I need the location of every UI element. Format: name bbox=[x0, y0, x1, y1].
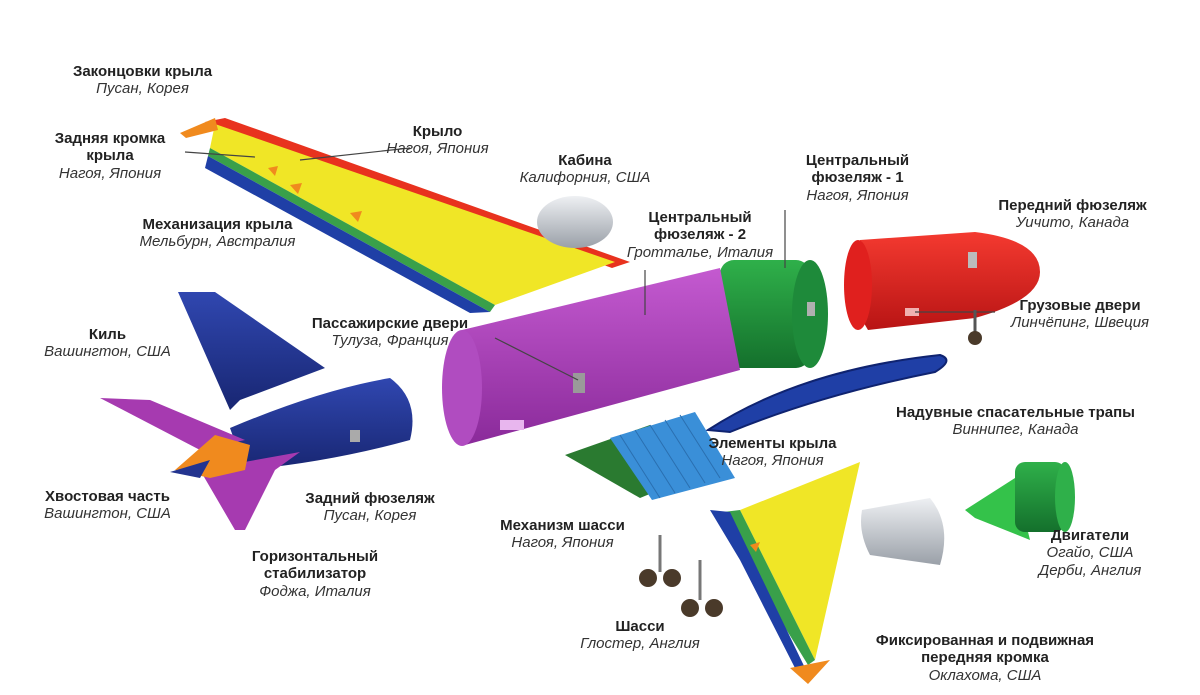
label-trailing-edge: Задняя кромка крыла Нагоя, Япония bbox=[54, 130, 166, 182]
lower-wing-orange-flap bbox=[750, 542, 760, 552]
label-horizontal-stabilizer: Горизонтальный стабилизатор Фоджа, Итали… bbox=[251, 548, 379, 600]
label-flaps: Механизация крыла Мельбурн, Австралия bbox=[139, 216, 296, 251]
wing-elements-shape bbox=[565, 412, 735, 500]
label-landing-gear-mech: Механизм шасси Нагоя, Япония bbox=[500, 517, 625, 552]
label-engines: Двигатели Огайо, США Дерби, Англия bbox=[1038, 527, 1142, 579]
wing-blue-flaps bbox=[205, 156, 490, 313]
label-escape-slides: Надувные спасательные трапы Виннипег, Ка… bbox=[896, 404, 1135, 439]
trailing-edge-leader bbox=[184, 151, 256, 158]
label-wing: Крыло Нагоя, Япония bbox=[386, 123, 489, 158]
label-tail-section: Хвостовая часть Вашингтон, США bbox=[44, 488, 171, 523]
label-aft-fuselage: Задний фюзеляж Пусан, Корея bbox=[305, 490, 435, 525]
label-fin: Киль Вашингтон, США bbox=[44, 326, 171, 361]
nose-gear-shape bbox=[968, 310, 982, 345]
escape-slide-shape bbox=[705, 353, 948, 434]
wing-engine-shape bbox=[861, 498, 945, 565]
trailing-edge-orange-3 bbox=[268, 166, 278, 176]
wing-green-strip bbox=[208, 148, 495, 312]
upper-wing bbox=[180, 118, 630, 313]
label-passenger-doors: Пассажирские двери Тулуза, Франция bbox=[311, 315, 469, 350]
cockpit-engine-shape bbox=[537, 196, 613, 248]
forward-fuselage-shape bbox=[844, 232, 1040, 330]
label-wing-elements: Элементы крыла Нагоя, Япония bbox=[708, 435, 837, 470]
label-forward-fuselage: Передний фюзеляж Уичито, Канада bbox=[998, 197, 1147, 232]
lower-wing-orange-tip bbox=[790, 660, 830, 684]
lower-wing-yellow bbox=[740, 462, 860, 660]
tail-stabilizer-shape bbox=[100, 398, 300, 530]
label-center-fuselage-2: Центральный фюзеляж - 2 Гроттальe, Итали… bbox=[626, 209, 774, 261]
wing-leader bbox=[299, 147, 411, 161]
wing-yellow-surface bbox=[210, 124, 615, 305]
trailing-edge-orange-2 bbox=[350, 211, 362, 222]
fin-shape bbox=[178, 292, 325, 410]
landing-gear-shape bbox=[639, 535, 723, 617]
label-landing-gear: Шасси Глостер, Англия bbox=[580, 618, 700, 653]
passenger-door-leader bbox=[494, 337, 579, 381]
center-fuselage-2-shape bbox=[442, 268, 740, 446]
lower-wing bbox=[710, 462, 860, 684]
wing-red-leading-edge bbox=[205, 118, 630, 268]
wingtip-orange bbox=[180, 118, 218, 138]
aft-fuselage-shape bbox=[230, 378, 413, 470]
label-wingtips: Законцовки крыла Пусан, Корея bbox=[72, 63, 213, 98]
label-cargo-doors: Грузовые двери Линчёпинг, Швеция bbox=[1010, 297, 1150, 332]
label-leading-edge: Фиксированная и подвижная передняя кромк… bbox=[875, 632, 1095, 684]
lower-wing-blue bbox=[710, 510, 805, 668]
label-cockpit: Кабина Калифорния, США bbox=[519, 152, 651, 187]
trailing-edge-orange-1 bbox=[290, 183, 302, 194]
center-fuselage-1-shape bbox=[720, 260, 828, 368]
engine-shape bbox=[965, 462, 1075, 540]
label-center-fuselage-1: Центральный фюзеляж - 1 Нагоя, Япония bbox=[805, 152, 910, 204]
